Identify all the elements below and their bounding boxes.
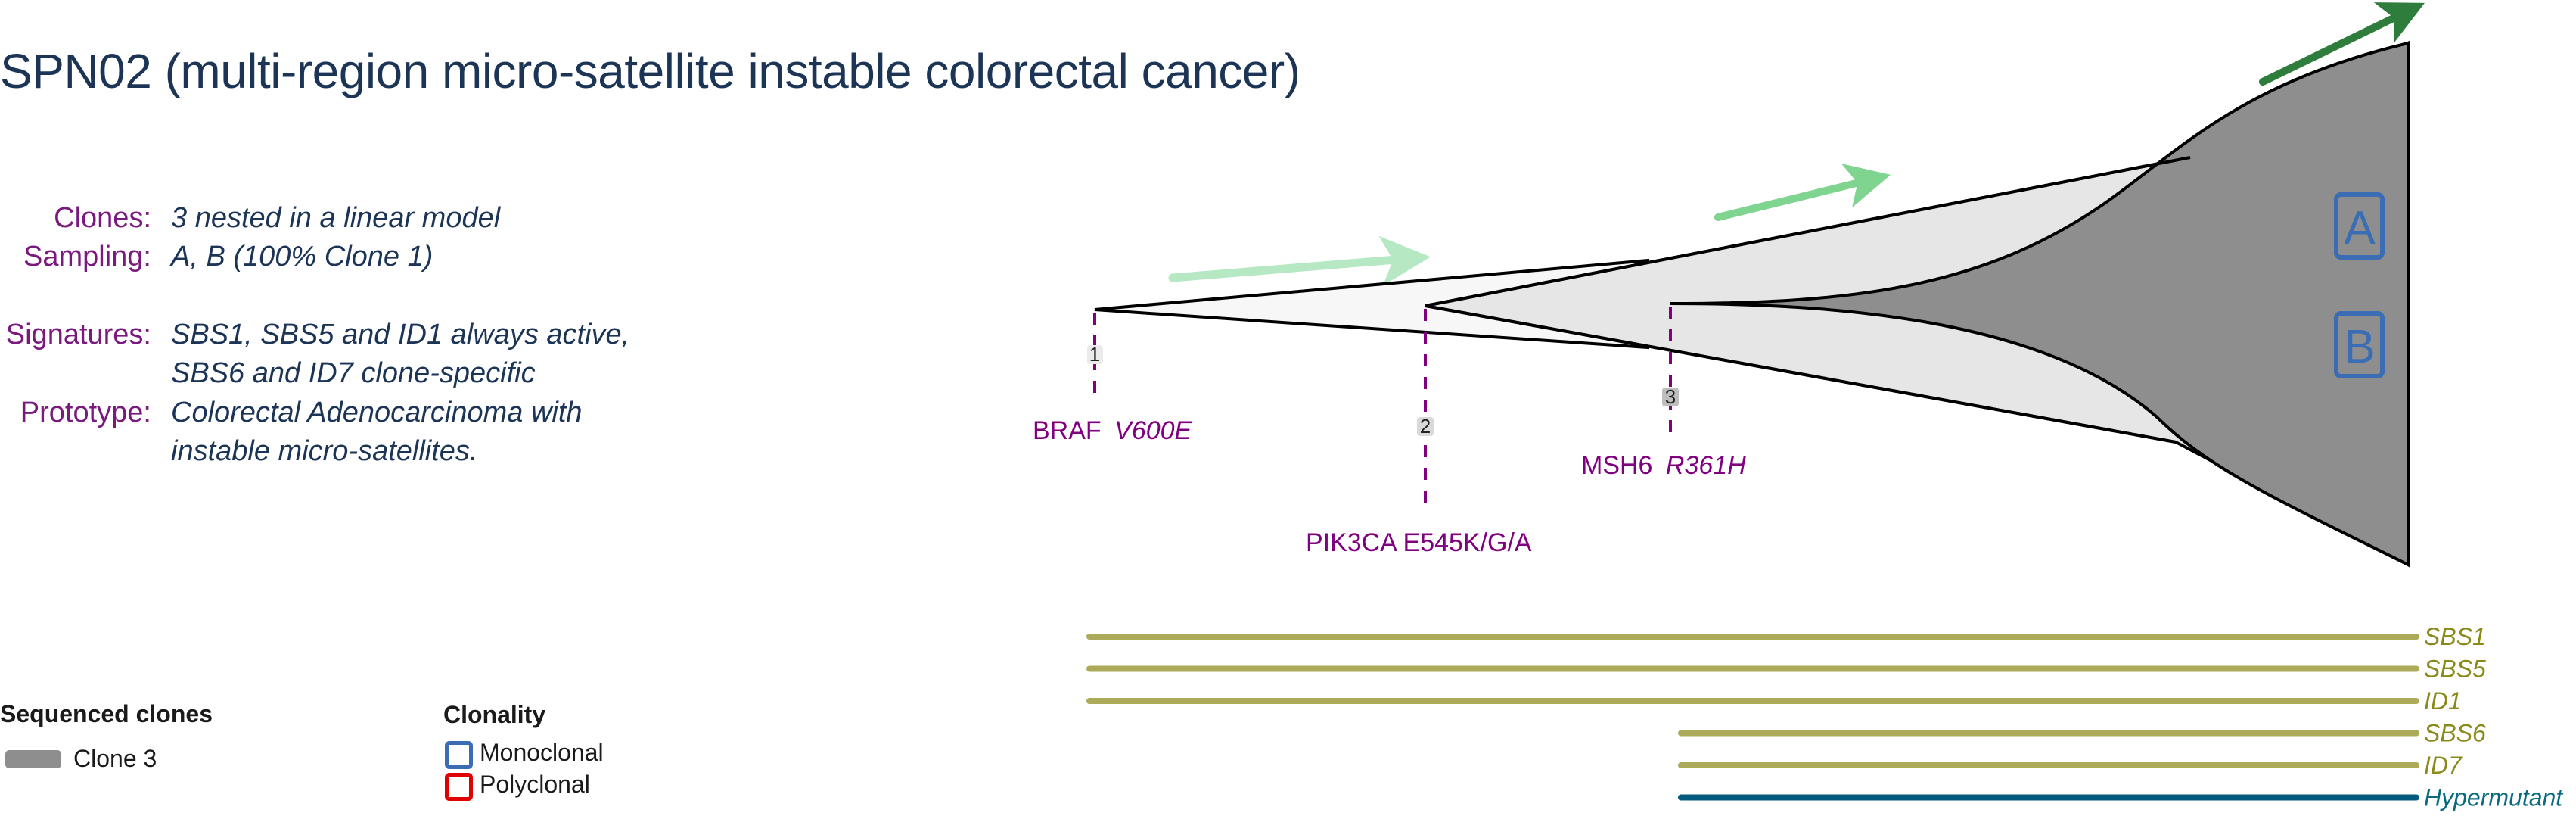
info-label-prototype: Prototype:: [20, 397, 151, 428]
mutation-2-label: PIK3CA E545K/G/A: [1306, 528, 1532, 557]
info-value-signatures-line2: SBS6 and ID7 clone-specific: [171, 357, 536, 389]
signature-label-hypermutant: Hypermutant: [2424, 784, 2563, 811]
sample-a-box: [2334, 192, 2385, 260]
sample-A[interactable]: A: [2334, 192, 2385, 260]
info-label-clones: Clones:: [54, 202, 151, 234]
clone-1-number: 1: [1089, 343, 1100, 366]
legend-monoclonal-label: Monoclonal: [480, 739, 604, 766]
growth-arrow-clone-3: [2259, 2, 2425, 86]
clone-3-number: 3: [1665, 385, 1676, 408]
signature-label-id7: ID7: [2424, 752, 2463, 779]
monoclonal-box-icon: [445, 741, 473, 769]
sample-B[interactable]: B: [2334, 311, 2385, 378]
info-label-sampling: Sampling:: [23, 241, 151, 273]
signature-label-sbs5: SBS5: [2424, 656, 2486, 683]
mutation-1-label: BRAF V600E: [1033, 416, 1192, 445]
sample-a-label: A: [2344, 202, 2376, 254]
mutation-3-variant: R361H: [1666, 451, 1746, 480]
clone-2-outline: [1425, 156, 2191, 444]
mutation-3-label: MSH6 R361H: [1581, 451, 1746, 480]
page-title: SPN02 (multi-region micro-satellite inst…: [0, 44, 1300, 98]
info-label-signatures: Signatures:: [5, 319, 151, 350]
mutation-1-gene: BRAF: [1033, 416, 1102, 445]
info-value-prototype-line2: instable micro-satellites.: [171, 435, 478, 467]
legend-sequenced-clones-title: Sequenced clones: [0, 700, 213, 727]
legend-polyclonal-label: Polyclonal: [480, 771, 590, 798]
polyclonal-box-icon: [445, 773, 473, 801]
growth-arrow-clone-1: [1168, 235, 1431, 286]
clone-2-badge: [1417, 417, 1434, 436]
mutation-1-variant: V600E: [1114, 416, 1192, 445]
mutation-3-gene: MSH6: [1581, 451, 1652, 480]
sample-b-label: B: [2344, 321, 2375, 373]
signature-label-sbs1: SBS1: [2424, 623, 2486, 650]
legend-clonality-title: Clonality: [443, 701, 546, 728]
sample-b-box: [2334, 311, 2385, 378]
info-value-prototype-line1: Colorectal Adenocarcinoma with: [171, 397, 583, 428]
clone-2-number: 2: [1420, 415, 1431, 438]
clone-1-badge: [1087, 345, 1103, 364]
info-value-signatures-line1: SBS1, SBS5 and ID1 always active,: [171, 319, 630, 350]
clone-3-badge: [1662, 388, 1679, 406]
info-value-sampling: A, B (100% Clone 1): [171, 241, 433, 273]
growth-arrow-clone-2: [1714, 164, 1891, 221]
info-value-clones: 3 nested in a linear model: [171, 202, 501, 234]
clone-3-swatch: [5, 750, 61, 768]
signature-label-id1: ID1: [2424, 687, 2462, 715]
legend-clone-3-label: Clone 3: [73, 745, 157, 772]
signature-label-sbs6: SBS6: [2424, 720, 2486, 747]
clone-3-shape: [1670, 41, 2410, 568]
